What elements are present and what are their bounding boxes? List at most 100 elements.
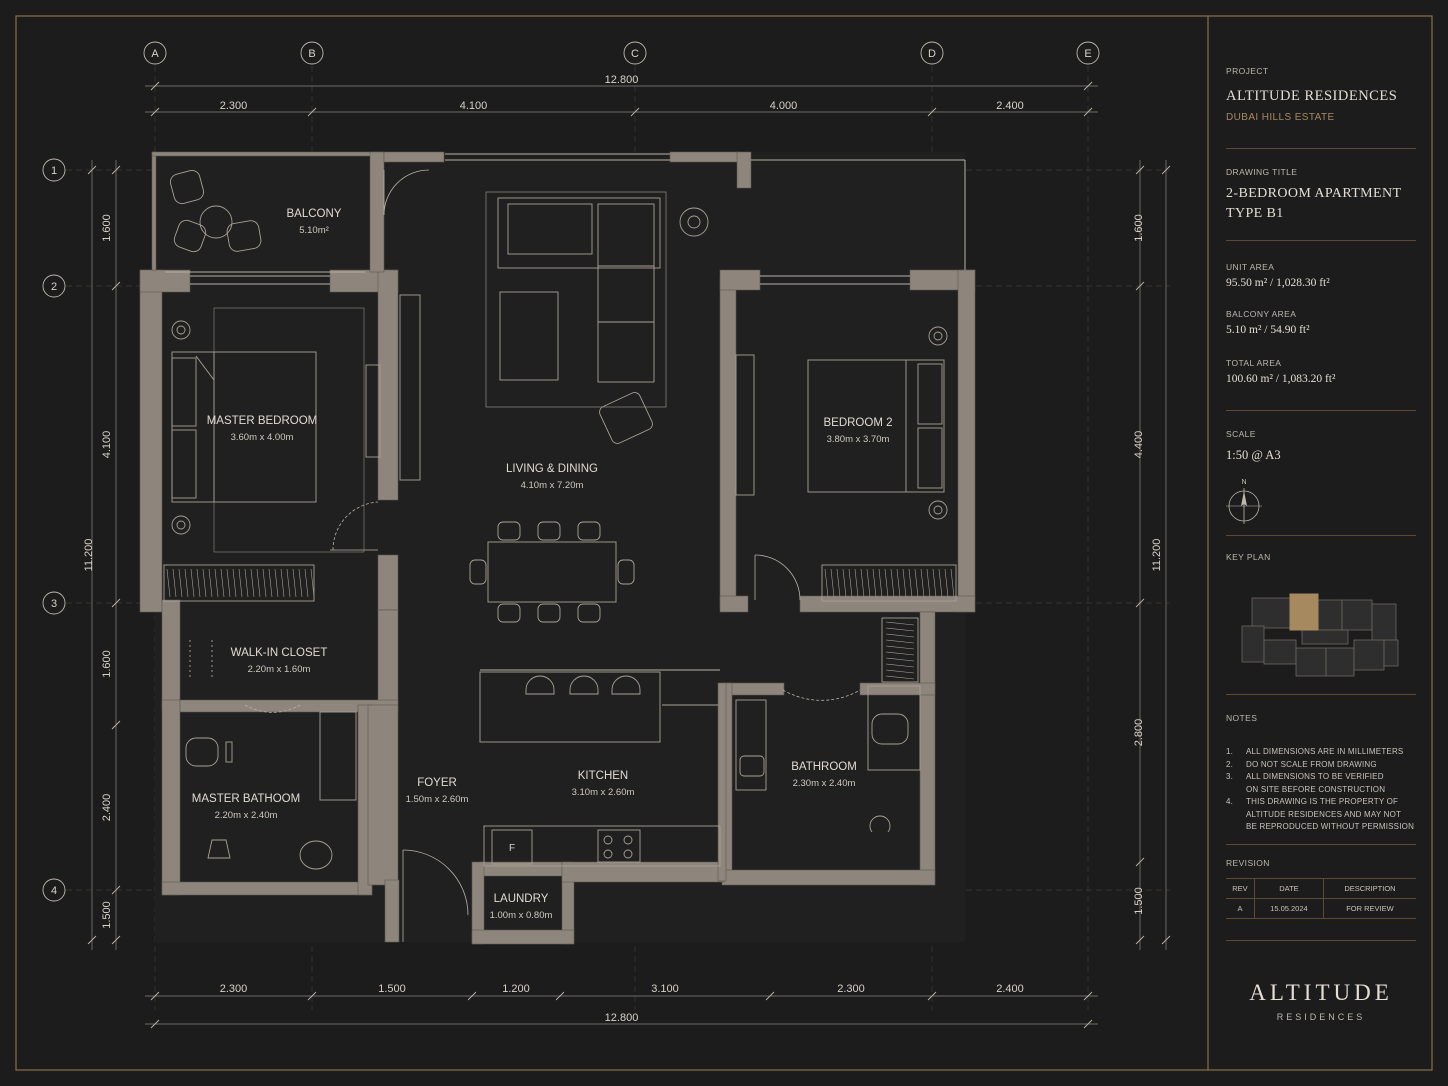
balcony-chair-1 — [169, 169, 205, 205]
total-area-value: 100.60 m² / 1,083.20 ft² — [1226, 373, 1336, 385]
hanger — [885, 675, 915, 680]
room-name-master-bathroom: MASTER BATHOOM — [192, 793, 300, 805]
dim-tick — [1161, 165, 1171, 175]
kitchen-counter — [483, 825, 721, 867]
hanger — [304, 568, 309, 598]
dim-tick — [87, 165, 97, 175]
hanger — [190, 568, 195, 598]
hanger — [866, 568, 871, 598]
hanger — [184, 568, 189, 598]
project-name: ALTITUDE RESIDENCES — [1226, 88, 1398, 104]
bath-vanity — [735, 699, 767, 791]
grid-column-label: A — [151, 48, 159, 60]
balcony-chair-3 — [226, 220, 262, 252]
wall-closet-west — [161, 599, 181, 711]
wall-bath-north — [859, 682, 936, 696]
hanger — [908, 568, 913, 598]
bar-stool — [569, 675, 599, 695]
grid-row-label: 3 — [51, 598, 57, 610]
dining-chair — [617, 559, 635, 585]
hanger — [238, 568, 243, 598]
hanger — [914, 568, 919, 598]
total-area-label: TOTAL AREA — [1226, 358, 1282, 368]
unit-area-value: 95.50 m² / 1,028.30 ft² — [1226, 277, 1330, 289]
dimension-label: 11.200 — [1151, 539, 1163, 572]
dimension-label: 1.200 — [502, 983, 530, 995]
room-name-master-bedroom: MASTER BEDROOM — [207, 415, 318, 427]
dining-chair — [577, 603, 601, 623]
floor-slab — [155, 152, 965, 942]
dimension-label: 3.100 — [651, 983, 679, 995]
bath-toilet — [871, 713, 909, 745]
grid-bubble — [42, 591, 66, 615]
dim-tick — [150, 1019, 160, 1029]
note-text: DO NOT SCALE FROM DRAWING — [1246, 759, 1377, 769]
windows — [165, 153, 966, 671]
dim-tick — [150, 107, 160, 117]
note-number: 4. — [1226, 797, 1234, 806]
balcony-area-label: BALCONY AREA — [1226, 309, 1297, 319]
hanger — [292, 568, 297, 598]
dimension-label: 2.300 — [220, 983, 248, 995]
dimension-label: 4.000 — [770, 100, 798, 112]
door-master — [332, 501, 379, 551]
hanger — [280, 568, 285, 598]
hanger — [848, 568, 853, 598]
hanger — [298, 568, 303, 598]
dim-tick — [1083, 991, 1093, 1001]
dimension-label: 1.500 — [378, 983, 406, 995]
room-name-bathroom: BATHROOM — [791, 761, 857, 773]
hanger — [220, 568, 225, 598]
hanger — [885, 651, 915, 656]
wall-bed2-west — [719, 277, 737, 609]
door-balcony — [383, 169, 430, 216]
grid-column-label: E — [1084, 48, 1091, 60]
dining-chair — [469, 559, 487, 585]
room-size-foyer: 1.50m x 2.60m — [406, 794, 469, 805]
wall-bed2-south — [799, 595, 976, 613]
note-text: ALL DIMENSIONS ARE IN MILLIMETERS — [1246, 747, 1404, 756]
wall-balcony-west — [151, 151, 157, 271]
brand-subtitle: RESIDENCES — [1276, 1012, 1366, 1022]
door-entry — [402, 849, 469, 916]
hanger — [885, 645, 915, 650]
hanger — [286, 568, 291, 598]
dimension-label: 4.400 — [1133, 431, 1145, 459]
dimension-label: 2.800 — [1133, 719, 1145, 747]
grid-row-label: 1 — [51, 165, 57, 177]
wall-living-pier — [736, 151, 752, 189]
bar-stool — [611, 675, 641, 695]
wall-kitchen-s2 — [561, 861, 725, 883]
dimension-label: 4.100 — [101, 431, 113, 459]
unit-area-label: UNIT AREA — [1226, 262, 1275, 272]
divider — [1226, 694, 1416, 695]
hanger — [938, 568, 943, 598]
room-size-living-dining: 4.10m x 7.20m — [521, 480, 584, 491]
door-bed2 — [754, 554, 801, 601]
hanger — [860, 568, 865, 598]
bar-stool — [525, 675, 555, 695]
dimension-label: 2.400 — [996, 100, 1024, 112]
wall-master-east-lower — [377, 554, 399, 611]
revision-cell: A — [1226, 898, 1255, 919]
hanger — [885, 627, 915, 632]
wall-mbath-south — [161, 881, 373, 896]
grid-bubble — [1076, 41, 1100, 65]
dimension-label: 1.600 — [101, 650, 113, 678]
grid-row-label: 2 — [51, 281, 57, 293]
hanger — [842, 568, 847, 598]
room-name-balcony: BALCONY — [287, 208, 342, 220]
hanger — [926, 568, 931, 598]
revision-cell: FOR REVIEW — [1322, 898, 1416, 919]
room-size-kitchen: 3.10m x 2.60m — [572, 787, 635, 798]
master-wardrobe-tv — [399, 294, 421, 481]
hanger — [885, 663, 915, 668]
note-text: ALL DIMENSIONS TO BE VERIFIED — [1246, 772, 1384, 781]
dining-chair — [537, 521, 561, 541]
wall-living-north — [383, 151, 445, 163]
doors — [244, 169, 861, 942]
dim-tick — [1083, 107, 1093, 117]
room-name-bedroom-2: BEDROOM 2 — [823, 417, 892, 429]
hanger — [824, 568, 829, 598]
